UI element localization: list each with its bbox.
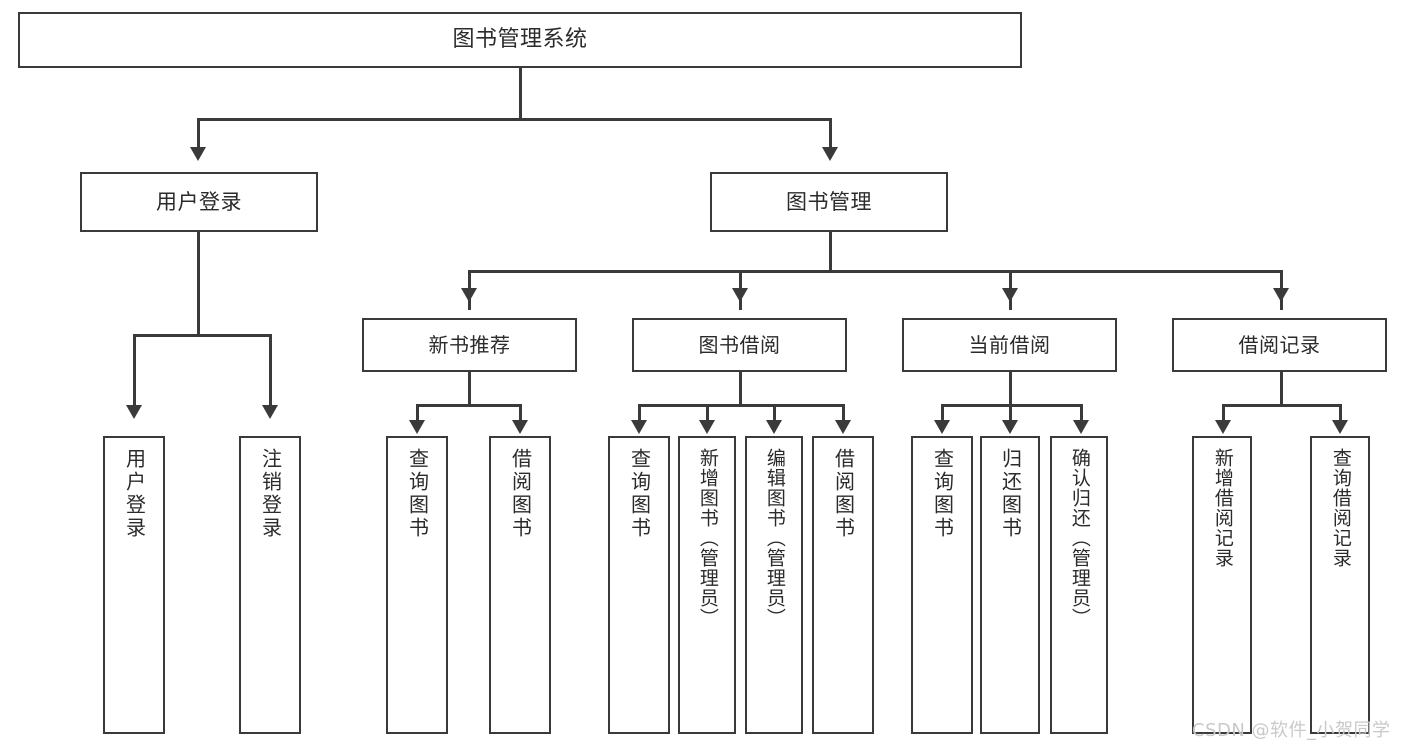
- connector-current-borrow-leaf-3: [1080, 404, 1083, 422]
- connector-book-borrow-leaf-2: [706, 404, 709, 422]
- connector-new-book-stem: [468, 372, 471, 406]
- node-label: 借阅图书: [508, 448, 533, 540]
- node-label: 确认归还（管理员）: [1068, 448, 1091, 628]
- node-label: 图书管理系统: [452, 27, 588, 53]
- node-label: 查询借阅记录: [1329, 448, 1352, 568]
- arrow-book-borrow-leaf-3: [766, 420, 782, 434]
- connector-borrow-record-stem: [1280, 372, 1283, 406]
- arrow-book-borrow-leaf-4: [835, 420, 851, 434]
- arrow-new-book-leaf-1: [409, 420, 425, 434]
- node-book-management[interactable]: 图书管理: [710, 172, 948, 232]
- node-label: 借阅图书: [831, 448, 856, 540]
- connector-new-book-leaf-1: [416, 404, 419, 422]
- node-label: 图书借阅: [698, 332, 781, 357]
- connector-user-login-leaf-2: [269, 334, 272, 406]
- arrow-to-borrow-record: [1273, 288, 1289, 302]
- node-current-borrow[interactable]: 当前借阅: [902, 318, 1117, 372]
- connector-current-borrow-stem: [1009, 372, 1012, 406]
- arrow-book-borrow-leaf-2: [699, 420, 715, 434]
- leaf-edit-book-admin[interactable]: 编辑图书（管理员）: [745, 436, 803, 734]
- node-label: 用户登录: [122, 448, 147, 540]
- leaf-return-book[interactable]: 归还图书: [980, 436, 1040, 734]
- leaf-borrow-query-book[interactable]: 查询图书: [608, 436, 670, 734]
- connector-borrow-record-leaf-1: [1222, 404, 1225, 422]
- node-label: 新书推荐: [428, 332, 511, 357]
- node-label: 新增借阅记录: [1211, 448, 1234, 568]
- node-label: 查询图书: [405, 448, 430, 540]
- connector-root-stem: [519, 68, 522, 120]
- arrow-to-book-borrow: [732, 288, 748, 302]
- arrow-current-borrow-leaf-3: [1073, 420, 1089, 434]
- arrow-to-new-book: [461, 288, 477, 302]
- leaf-borrow-book[interactable]: 借阅图书: [812, 436, 874, 734]
- connector-book-borrow-leaf-3: [773, 404, 776, 422]
- connector-root-bar: [197, 118, 831, 121]
- connector-book-borrow-leaf-1: [638, 404, 641, 422]
- connector-book-manage-stem: [829, 232, 832, 272]
- node-user-login[interactable]: 用户登录: [80, 172, 318, 232]
- node-label: 借阅记录: [1238, 332, 1321, 357]
- connector-book-borrow-bar: [638, 404, 842, 407]
- arrow-to-user-login: [190, 147, 206, 161]
- node-root-system[interactable]: 图书管理系统: [18, 12, 1022, 68]
- connector-current-borrow-leaf-1: [941, 404, 944, 422]
- connector-new-book-leaf-2: [519, 404, 522, 422]
- node-label: 注销登录: [258, 448, 283, 540]
- arrow-to-book-manage: [822, 147, 838, 161]
- connector-to-user-login: [197, 118, 200, 148]
- arrow-current-borrow-leaf-2: [1002, 420, 1018, 434]
- connector-borrow-record-bar: [1222, 404, 1341, 407]
- arrow-to-current-borrow: [1002, 288, 1018, 302]
- arrow-borrow-record-leaf-2: [1332, 420, 1348, 434]
- node-label: 查询图书: [930, 448, 955, 540]
- arrow-borrow-record-leaf-1: [1215, 420, 1231, 434]
- leaf-logout[interactable]: 注销登录: [239, 436, 301, 734]
- node-borrow-record[interactable]: 借阅记录: [1172, 318, 1387, 372]
- connector-current-borrow-leaf-2: [1009, 404, 1012, 422]
- connector-to-book-manage: [829, 118, 832, 148]
- connector-user-login-leaf-1: [133, 334, 136, 406]
- node-new-book-recommend[interactable]: 新书推荐: [362, 318, 577, 372]
- arrow-current-borrow-leaf-1: [934, 420, 950, 434]
- leaf-current-query-book[interactable]: 查询图书: [911, 436, 973, 734]
- node-label: 用户登录: [156, 189, 242, 214]
- arrow-user-login-leaf-2: [262, 405, 278, 419]
- connector-user-login-bar: [133, 334, 271, 337]
- leaf-add-borrow-record[interactable]: 新增借阅记录: [1192, 436, 1252, 734]
- connector-borrow-record-leaf-2: [1339, 404, 1342, 422]
- node-label: 新增图书（管理员）: [696, 448, 719, 628]
- node-label: 归还图书: [998, 448, 1023, 540]
- node-label: 查询图书: [627, 448, 652, 540]
- connector-new-book-bar: [416, 404, 522, 407]
- leaf-confirm-return-admin[interactable]: 确认归还（管理员）: [1050, 436, 1108, 734]
- csdn-watermark: CSDN @软件_小贺同学: [1192, 720, 1391, 741]
- connector-user-login-stem: [197, 232, 200, 336]
- node-label: 编辑图书（管理员）: [763, 448, 786, 628]
- leaf-query-borrow-record[interactable]: 查询借阅记录: [1310, 436, 1370, 734]
- connector-book-borrow-stem: [739, 372, 742, 406]
- node-book-borrow[interactable]: 图书借阅: [632, 318, 847, 372]
- leaf-new-book-query[interactable]: 查询图书: [386, 436, 448, 734]
- node-label: 图书管理: [786, 189, 872, 214]
- connector-book-manage-bar: [468, 270, 1280, 273]
- connector-book-borrow-leaf-4: [842, 404, 845, 422]
- leaf-add-book-admin[interactable]: 新增图书（管理员）: [678, 436, 736, 734]
- arrow-new-book-leaf-2: [512, 420, 528, 434]
- leaf-new-book-borrow[interactable]: 借阅图书: [489, 436, 551, 734]
- leaf-user-login[interactable]: 用户登录: [103, 436, 165, 734]
- arrow-user-login-leaf-1: [126, 405, 142, 419]
- arrow-book-borrow-leaf-1: [631, 420, 647, 434]
- node-label: 当前借阅: [968, 332, 1051, 357]
